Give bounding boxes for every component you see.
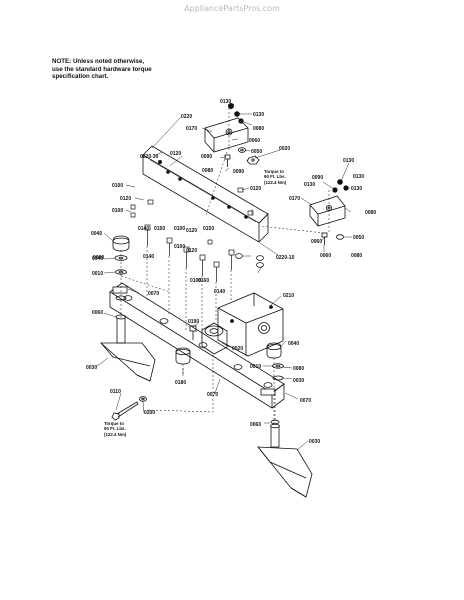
part-label-0060: 0060 bbox=[92, 310, 103, 316]
note-line: use the standard hardware torque bbox=[52, 65, 152, 73]
part-label-0120: 0120 bbox=[170, 151, 181, 157]
part-label-0070: 0070 bbox=[300, 398, 311, 404]
part-label-0170: 0170 bbox=[186, 126, 197, 132]
part-label-0040: 0040 bbox=[288, 341, 299, 347]
leader-lines bbox=[96, 103, 352, 451]
part-label-0080: 0080 bbox=[293, 366, 304, 372]
washer-0050 bbox=[336, 234, 344, 240]
assembly-lines bbox=[120, 108, 330, 426]
right-spacer-stack bbox=[266, 342, 284, 381]
bolt-0190 bbox=[189, 325, 197, 340]
part-label-0080: 0080 bbox=[93, 255, 104, 261]
part-label-0060: 0060 bbox=[249, 138, 260, 144]
part-label-0080: 0080 bbox=[202, 168, 213, 174]
part-label-0010: 0010 bbox=[250, 364, 261, 370]
part-label-0200: 0200 bbox=[144, 410, 155, 416]
front-axle-beam bbox=[142, 145, 269, 243]
part-label-0130: 0130 bbox=[253, 112, 264, 118]
tie-rod-bar bbox=[109, 282, 285, 409]
part-label-0090: 0090 bbox=[312, 175, 323, 181]
bushing-0180 bbox=[175, 347, 191, 365]
upper-right-pivot-bracket bbox=[309, 195, 346, 227]
part-label-0220-10: 0220-10 bbox=[276, 255, 295, 261]
part-label-0140: 0140 bbox=[143, 254, 154, 260]
part-label-0130: 0130 bbox=[220, 99, 231, 105]
part-label-0190: 0190 bbox=[188, 319, 199, 325]
part-label-0210: 0210 bbox=[283, 293, 294, 299]
part-label-0070: 0070 bbox=[207, 392, 218, 398]
torque-spec-upper: Torque to 90 Ft. Lbs. (122.4 Nm) bbox=[264, 169, 286, 185]
left-spindle bbox=[99, 314, 156, 382]
part-label-0030: 0030 bbox=[293, 378, 304, 384]
washer-0200 bbox=[138, 396, 147, 402]
part-label-0100: 0100 bbox=[174, 226, 185, 232]
part-label-0090: 0090 bbox=[233, 169, 244, 175]
part-label-0040: 0040 bbox=[92, 256, 103, 262]
part-label-0140: 0140 bbox=[138, 226, 149, 232]
note-line: specification chart. bbox=[52, 73, 109, 81]
right-spindle bbox=[257, 423, 313, 498]
torque-line: 90 Ft. Lbs. bbox=[104, 426, 126, 432]
nut-0130 bbox=[332, 179, 349, 193]
part-label-0220-30: 0220-30 bbox=[140, 154, 159, 160]
part-label-0170: 0170 bbox=[289, 196, 300, 202]
part-label-0120: 0120 bbox=[250, 186, 261, 192]
part-label-0070: 0070 bbox=[148, 291, 159, 297]
part-label-0040: 0040 bbox=[91, 231, 102, 237]
part-label-0110: 0110 bbox=[110, 389, 121, 395]
part-label-0130: 0130 bbox=[351, 186, 362, 192]
bolt-0060 bbox=[224, 154, 231, 167]
part-label-0080: 0080 bbox=[365, 210, 376, 216]
bolt-0110 bbox=[111, 401, 139, 421]
part-label-0020: 0020 bbox=[232, 346, 243, 352]
part-label-0130: 0130 bbox=[353, 174, 364, 180]
part-label-0060: 0060 bbox=[250, 422, 261, 428]
axle-mount-bracket bbox=[217, 292, 284, 357]
torque-line: (122.4 Nm) bbox=[104, 431, 127, 437]
torque-line: (122.4 Nm) bbox=[264, 179, 287, 185]
part-label-0140: 0140 bbox=[214, 289, 225, 295]
torque-line: Torque to bbox=[104, 421, 124, 426]
torque-line: Torque to bbox=[264, 169, 284, 174]
torque-note: NOTE: Unless noted otherwise, use the st… bbox=[52, 58, 192, 81]
part-label-0100: 0100 bbox=[112, 208, 123, 214]
part-label-0130: 0130 bbox=[343, 158, 354, 164]
part-label-0150: 0150 bbox=[154, 226, 165, 232]
part-label-0130: 0130 bbox=[304, 182, 315, 188]
washer-0060-right bbox=[270, 419, 280, 425]
part-label-0090: 0090 bbox=[201, 154, 212, 160]
part-label-0080: 0080 bbox=[253, 126, 264, 132]
bolt-0060 bbox=[321, 232, 328, 245]
part-label-0030: 0030 bbox=[309, 439, 320, 445]
part-label-0180: 0180 bbox=[175, 380, 186, 386]
part-label-0010: 0010 bbox=[92, 271, 103, 277]
part-label-0120: 0120 bbox=[186, 248, 197, 254]
nut-0050 bbox=[246, 155, 260, 165]
part-label-0120: 0120 bbox=[120, 196, 131, 202]
part-label-0220: 0220 bbox=[181, 114, 192, 120]
part-label-0060: 0060 bbox=[320, 253, 331, 259]
torque-spec-lower: Torque to 90 Ft. Lbs. (122.4 Nm) bbox=[104, 421, 126, 437]
part-label-0100: 0100 bbox=[112, 183, 123, 189]
torque-line: 90 Ft. Lbs. bbox=[264, 174, 286, 180]
pivot-tube bbox=[201, 322, 228, 355]
part-label-0080: 0080 bbox=[351, 253, 362, 259]
part-label-0050: 0050 bbox=[353, 235, 364, 241]
part-label-0100: 0100 bbox=[174, 244, 185, 250]
site-watermark: AppliancePartsPros.com bbox=[184, 4, 280, 13]
lower-left-washer bbox=[115, 295, 127, 301]
part-label-0100: 0100 bbox=[190, 278, 201, 284]
part-label-0160: 0160 bbox=[198, 278, 209, 284]
part-label-0030: 0030 bbox=[86, 365, 97, 371]
part-label-0060: 0060 bbox=[311, 239, 322, 245]
note-line: NOTE: Unless noted otherwise, bbox=[52, 58, 145, 65]
part-labels: 0130 0130 0080 0170 0060 0090 0050 0080 … bbox=[86, 99, 376, 445]
part-label-0120: 0120 bbox=[186, 228, 197, 234]
part-label-0150: 0150 bbox=[203, 226, 214, 232]
washer-0090 bbox=[238, 147, 246, 153]
part-label-0050: 0050 bbox=[251, 149, 262, 155]
beam-bolts bbox=[130, 187, 264, 282]
part-label-0020: 0020 bbox=[279, 146, 290, 152]
